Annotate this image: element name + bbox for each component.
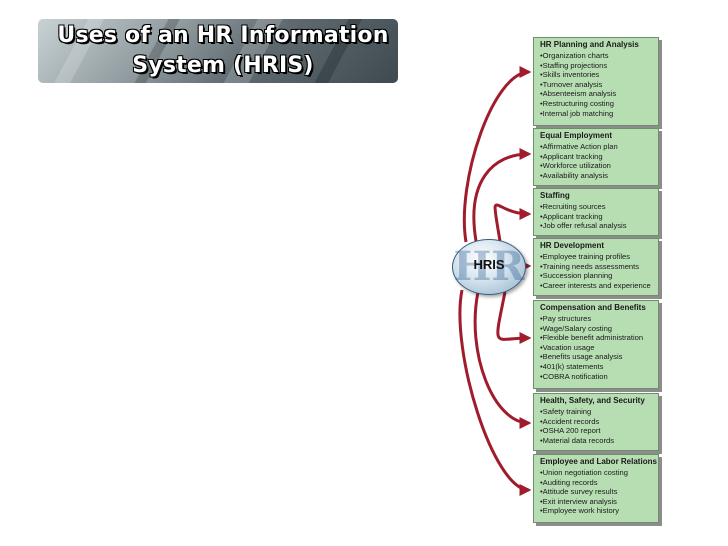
category-item: Union negotiation costing	[540, 468, 658, 478]
category-item-list: Organization chartsStaffing projectionsS…	[534, 51, 658, 120]
category-title: Equal Employment	[540, 131, 613, 140]
category-item: Internal job matching	[540, 109, 658, 119]
category-box: HR Planning and AnalysisOrganization cha…	[533, 37, 659, 126]
category-box: HR DevelopmentEmployee training profiles…	[533, 238, 659, 296]
category-item: OSHA 200 report	[540, 426, 658, 436]
connector-arrow	[462, 66, 532, 243]
category-box: Compensation and BenefitsPay structuresW…	[533, 300, 659, 389]
category-item-list: Pay structuresWage/Salary costingFlexibl…	[534, 314, 658, 383]
category-title: Employee and Labor Relations	[540, 457, 657, 466]
category-item: Availability analysis	[540, 171, 658, 181]
category-item: Wage/Salary costing	[540, 324, 658, 334]
category-item: Employee training profiles	[540, 252, 658, 262]
category-item: Flexible benefit administration	[540, 333, 658, 343]
connector-arrow	[496, 291, 532, 345]
category-title: Staffing	[540, 191, 570, 200]
category-item: Auditing records	[540, 478, 658, 488]
category-item: Succession planning	[540, 271, 658, 281]
category-item: Turnover analysis	[540, 80, 658, 90]
category-item: Staffing projections	[540, 61, 658, 71]
connector-arrow	[493, 203, 532, 242]
connector-arrow	[473, 291, 532, 429]
category-item: Exit interview analysis	[540, 497, 658, 507]
category-box: Health, Safety, and SecuritySafety train…	[533, 393, 659, 451]
category-item: Absenteeism analysis	[540, 89, 658, 99]
category-item: COBRA notification	[540, 372, 658, 382]
hris-hub: HR HRIS	[452, 239, 526, 295]
category-item: Pay structures	[540, 314, 658, 324]
category-item-list: Recruiting sourcesApplicant trackingJob …	[534, 202, 658, 233]
category-item: Material data records	[540, 436, 658, 446]
category-item: Organization charts	[540, 51, 658, 61]
category-item: Safety training	[540, 407, 658, 417]
title-line-1: Uses of an HR Information	[57, 23, 389, 48]
category-item: Recruiting sources	[540, 202, 658, 212]
category-title: Compensation and Benefits	[540, 303, 646, 312]
category-item: Benefits usage analysis	[540, 352, 658, 362]
category-item: Job offer refusal analysis	[540, 221, 658, 231]
category-item: Affirmative Action plan	[540, 142, 658, 152]
category-item: Workforce utilization	[540, 161, 658, 171]
category-item: Training needs assessments	[540, 262, 658, 272]
page-title: Uses of an HR Information System (HRIS)	[38, 21, 408, 81]
category-item: Career interests and experience	[540, 281, 658, 291]
category-item: Applicant tracking	[540, 212, 658, 222]
title-line-2: System (HRIS)	[132, 53, 314, 78]
category-box: StaffingRecruiting sourcesApplicant trac…	[533, 188, 659, 236]
hub-label: HRIS	[473, 257, 505, 272]
title-banner	[38, 19, 398, 83]
category-item-list: Union negotiation costingAuditing record…	[534, 468, 658, 518]
category-title: HR Planning and Analysis	[540, 40, 639, 49]
category-item: Skills inventories	[540, 70, 658, 80]
category-title: Health, Safety, and Security	[540, 396, 645, 405]
category-title: HR Development	[540, 241, 605, 250]
category-item: Accident records	[540, 417, 658, 427]
category-item: Vacation usage	[540, 343, 658, 353]
category-item: 401(k) statements	[540, 362, 658, 372]
category-item: Applicant tracking	[540, 152, 658, 162]
category-item: Attitude survey results	[540, 487, 658, 497]
hub-watermark: HR	[453, 243, 525, 290]
category-item: Restructuring costing	[540, 99, 658, 109]
category-item: Employee work history	[540, 506, 658, 516]
category-item-list: Safety trainingAccident recordsOSHA 200 …	[534, 407, 658, 447]
category-box: Employee and Labor RelationsUnion negoti…	[533, 454, 659, 523]
category-box: Equal EmploymentAffirmative Action planA…	[533, 128, 659, 186]
category-item-list: Employee training profilesTraining needs…	[534, 252, 658, 292]
connector-arrow	[458, 289, 532, 496]
category-item-list: Affirmative Action planApplicant trackin…	[534, 142, 658, 182]
connector-arrow	[472, 148, 532, 242]
